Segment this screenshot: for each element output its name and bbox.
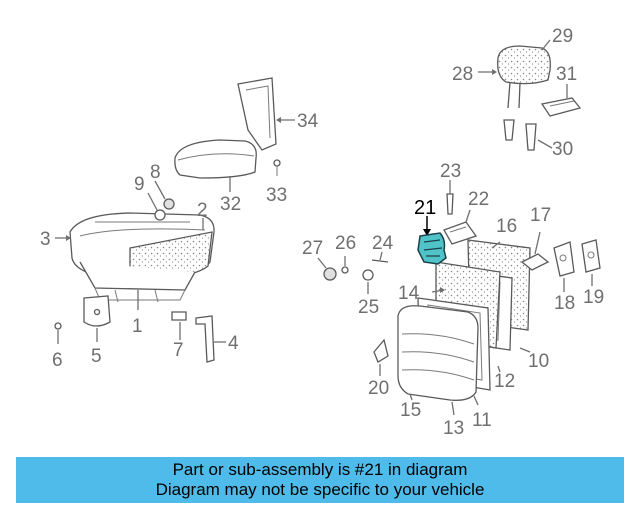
callout-17: 17 [530,205,551,226]
bracket-31 [540,84,582,117]
callout-11: 11 [472,410,492,431]
callout-27: 27 [302,238,323,259]
callout-9: 9 [134,174,145,195]
callout-32: 32 [220,194,241,215]
callout-16: 16 [496,216,517,237]
brackets-18-19 [553,239,601,292]
callout-22: 22 [468,189,489,210]
callout-12: 12 [494,371,515,392]
pin-23 [446,180,454,215]
callout-28: 28 [452,64,473,85]
callout-13: 13 [443,418,464,439]
callout-21: 21 [414,197,436,219]
tray-22 [443,209,478,245]
callout-1: 1 [132,316,143,337]
headrest-assembly [478,39,551,109]
callout-30: 30 [552,139,573,160]
callout-24: 24 [372,233,394,254]
hardware-24-27 [317,251,389,294]
callout-3: 3 [40,229,51,250]
callout-10: 10 [528,351,549,372]
rod-4 [195,315,226,363]
back-panel [237,77,277,151]
clip-6 [54,322,62,344]
callout-29: 29 [552,26,573,47]
callout-7: 7 [173,340,184,361]
banner-line-1: Part or sub-assembly is #21 in diagram [172,460,468,479]
callout-31: 31 [556,64,577,85]
seat-cushion-assembly [69,212,215,303]
seat-back-assembly [397,239,531,416]
callout-2: 2 [197,200,208,221]
callout-20: 20 [368,378,389,399]
callout-6: 6 [52,350,63,371]
washer-9-nut-8 [147,180,175,221]
banner-line-2: Diagram may not be specific to your vehi… [155,480,485,499]
cover-5 [83,295,111,342]
guides-30 [503,119,553,151]
callout-19: 19 [583,287,604,308]
callout-15: 15 [400,400,421,421]
callout-33: 33 [266,185,287,206]
callout-8: 8 [150,162,161,183]
callout-23: 23 [440,161,461,182]
armrest [174,139,257,179]
latch-20 [373,338,389,376]
callout-4: 4 [228,333,239,354]
callout-34: 34 [297,111,319,132]
clip-17 [520,231,550,271]
callout-18: 18 [554,293,575,314]
info-banner: Part or sub-assembly is #21 in diagram D… [16,457,624,503]
callout-14: 14 [398,283,420,304]
part-21-highlighted [417,216,447,265]
callout-labels: 1 2 3 4 5 6 7 8 9 10 11 12 13 14 15 16 1… [40,26,604,439]
callout-25: 25 [358,297,379,318]
bolt-7 [171,311,187,340]
callout-5: 5 [91,346,102,367]
bolt-33 [273,159,281,176]
callout-26: 26 [335,233,356,254]
